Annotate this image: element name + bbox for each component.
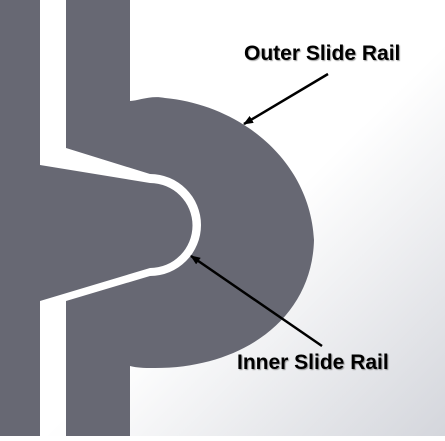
inner-rail-callout-arrow bbox=[190, 254, 323, 348]
outer-slide-rail-body bbox=[0, 0, 314, 436]
outer-rail-callout-arrow bbox=[243, 72, 329, 126]
inner-slide-rail-label: Inner Slide Rail bbox=[237, 351, 389, 374]
outer-slide-rail-label: Outer Slide Rail bbox=[244, 42, 401, 65]
